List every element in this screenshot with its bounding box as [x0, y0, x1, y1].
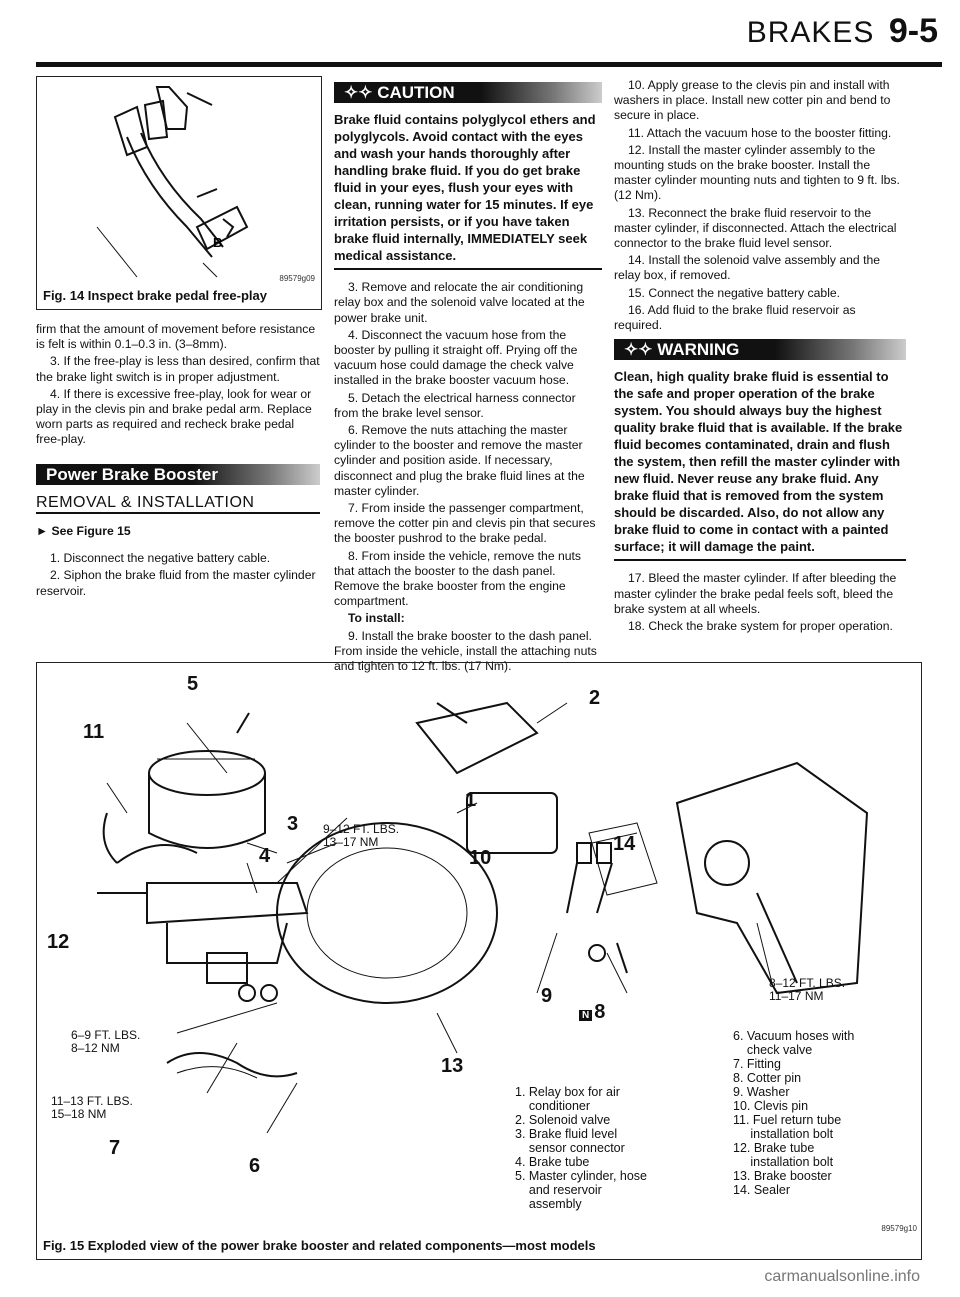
callout-10: 10	[469, 847, 492, 869]
step-1: 1. Disconnect the negative battery cable…	[50, 551, 271, 566]
warning-label: ✧✧ WARNING	[624, 340, 740, 360]
warning-rule	[614, 559, 906, 562]
fig14-label-b: B	[213, 235, 222, 250]
caution-rule	[334, 268, 602, 271]
legend-item: 12. Brake tube	[733, 1141, 815, 1155]
torque-spec-3: 6–9 FT. LBS. 8–12 NM	[71, 1028, 141, 1055]
step-16: 16. Add fluid to the brake fluid reservo…	[614, 302, 856, 333]
legend-item: 11. Fuel return tube	[733, 1113, 842, 1127]
section-banner: Power Brake Booster	[36, 463, 320, 485]
warning-icon: ✧✧	[624, 340, 658, 360]
install-heading: To install:	[348, 611, 405, 626]
step-10: 10. Apply grease to the clevis pin and i…	[614, 78, 891, 123]
brake-booster-exploded-illustration	[97, 701, 869, 1134]
callout-1: 1	[465, 789, 477, 811]
fig14-caption: Fig. 14 Inspect brake pedal free-play	[43, 288, 267, 303]
legend-item: 6. Vacuum hoses with	[733, 1029, 855, 1043]
arrow-bullet-icon: ►	[36, 524, 52, 539]
column-2: ✧✧ CAUTION Brake fluid contains polyglyc…	[334, 82, 602, 676]
figure-15: 5 11 2 1 3 4 9–12 FT. LBS. 13–17 NM 10 1…	[36, 662, 922, 1260]
warning-text: Clean, high quality brake fluid is essen…	[614, 369, 903, 555]
step-3: 3. If the free-play is less than desired…	[36, 354, 320, 384]
legend-item: conditioner	[515, 1099, 591, 1113]
column-3: 10. Apply grease to the clevis pin and i…	[614, 78, 906, 636]
legend-item: installation bolt	[733, 1155, 834, 1169]
step-17: 17. Bleed the master cylinder. If after …	[614, 571, 897, 616]
legend-item: assembly	[515, 1197, 582, 1211]
step-7: 7. From inside the passenger compartment…	[334, 501, 596, 546]
legend-item: 10. Clevis pin	[733, 1099, 809, 1113]
legend-item: installation bolt	[733, 1127, 834, 1141]
caution-icon: ✧✧	[344, 83, 378, 102]
see-figure-note: ► See Figure 15	[36, 524, 320, 539]
column-1: firm that the amount of movement before …	[36, 322, 320, 601]
callout-12: 12	[47, 931, 70, 953]
figure-14: B 89579g09 Fig. 14 Inspect brake pedal f…	[36, 76, 322, 310]
see-figure-text: See Figure 15	[51, 524, 131, 539]
legend-item: 1. Relay box for air	[515, 1085, 620, 1099]
step-4: 4. If there is excessive free-play, look…	[36, 386, 312, 447]
callout-13: 13	[441, 1055, 464, 1077]
step-6: 6. Remove the nuts attaching the master …	[334, 423, 585, 498]
brake-pedal-illustration: B	[96, 86, 249, 278]
page-number: 9-5	[888, 12, 938, 50]
step-12: 12. Install the master cylinder assembly…	[614, 142, 900, 203]
callout-6: 6	[249, 1155, 261, 1177]
legend-item: 4. Brake tube	[515, 1155, 590, 1169]
step-5: 5. Detach the electrical harness connect…	[334, 390, 576, 420]
step-18: 18. Check the brake system for proper op…	[628, 619, 893, 634]
legend-item: and reservoir	[515, 1183, 602, 1197]
section-title: BRAKES	[746, 16, 875, 49]
step-2: 2. Siphon the brake fluid from the maste…	[36, 568, 316, 598]
legend-item: 13. Brake booster	[733, 1169, 832, 1183]
watermark: carmanualsonline.info	[764, 1268, 920, 1285]
paragraph: firm that the amount of movement before …	[36, 322, 316, 352]
step-3: 3. Remove and relocate the air condition…	[334, 280, 585, 325]
step-4: 4. Disconnect the vacuum hose from the b…	[334, 327, 578, 388]
callout-3: 3	[287, 813, 299, 835]
fig15-caption: Fig. 15 Exploded view of the power brake…	[43, 1238, 596, 1253]
warning-banner: ✧✧ WARNING	[614, 339, 906, 361]
legend-item: check valve	[733, 1043, 813, 1057]
legend-item: 14. Sealer	[733, 1183, 790, 1197]
step-8: 8. From inside the vehicle, remove the n…	[334, 548, 582, 609]
torque-spec-2: 8–12 FT. LBS. 11–17 NM	[769, 976, 846, 1003]
caution-text: Brake fluid contains polyglycol ethers a…	[334, 112, 596, 264]
fig14-code: 89579g09	[279, 274, 315, 283]
caution-banner: ✧✧ CAUTION	[334, 82, 602, 104]
subsection-rule	[36, 512, 320, 515]
callout-5: 5	[187, 673, 199, 695]
caution-label: ✧✧ CAUTION	[344, 83, 455, 102]
step-14: 14. Install the solenoid valve assembly …	[614, 253, 881, 283]
callout-11: 11	[83, 721, 105, 743]
legend-item: 9. Washer	[733, 1085, 790, 1099]
legend-item: 3. Brake fluid level	[515, 1127, 618, 1141]
callout-7: 7	[109, 1137, 121, 1159]
step-15: 15. Connect the negative battery cable.	[628, 285, 841, 300]
subsection-heading: REMOVAL & INSTALLATION	[36, 493, 255, 511]
legend-item: sensor connector	[515, 1141, 625, 1155]
callout-4: 4	[259, 845, 271, 867]
torque-spec-4: 11–13 FT. LBS. 15–18 NM	[51, 1094, 133, 1121]
legend-item: 7. Fitting	[733, 1057, 781, 1071]
callout-14: 14	[613, 833, 636, 855]
header-rule	[36, 62, 942, 67]
step-11: 11. Attach the vacuum hose to the booste…	[628, 125, 892, 140]
callout-2: 2	[589, 687, 601, 709]
torque-spec-1: 9–12 FT. LBS. 13–17 NM	[323, 822, 400, 849]
new-part-icon: N	[579, 1010, 593, 1021]
fig15-code: 89579g10	[881, 1224, 917, 1233]
legend-item: 8. Cotter pin	[733, 1071, 802, 1085]
section-banner-label: Power Brake Booster	[46, 464, 218, 484]
page-header: BRAKES 9-5	[747, 12, 938, 51]
legend-item: 2. Solenoid valve	[515, 1113, 611, 1127]
step-13: 13. Reconnect the brake fluid reservoir …	[614, 205, 897, 251]
callout-9: 9	[541, 985, 553, 1007]
legend-item: 5. Master cylinder, hose	[515, 1169, 648, 1183]
